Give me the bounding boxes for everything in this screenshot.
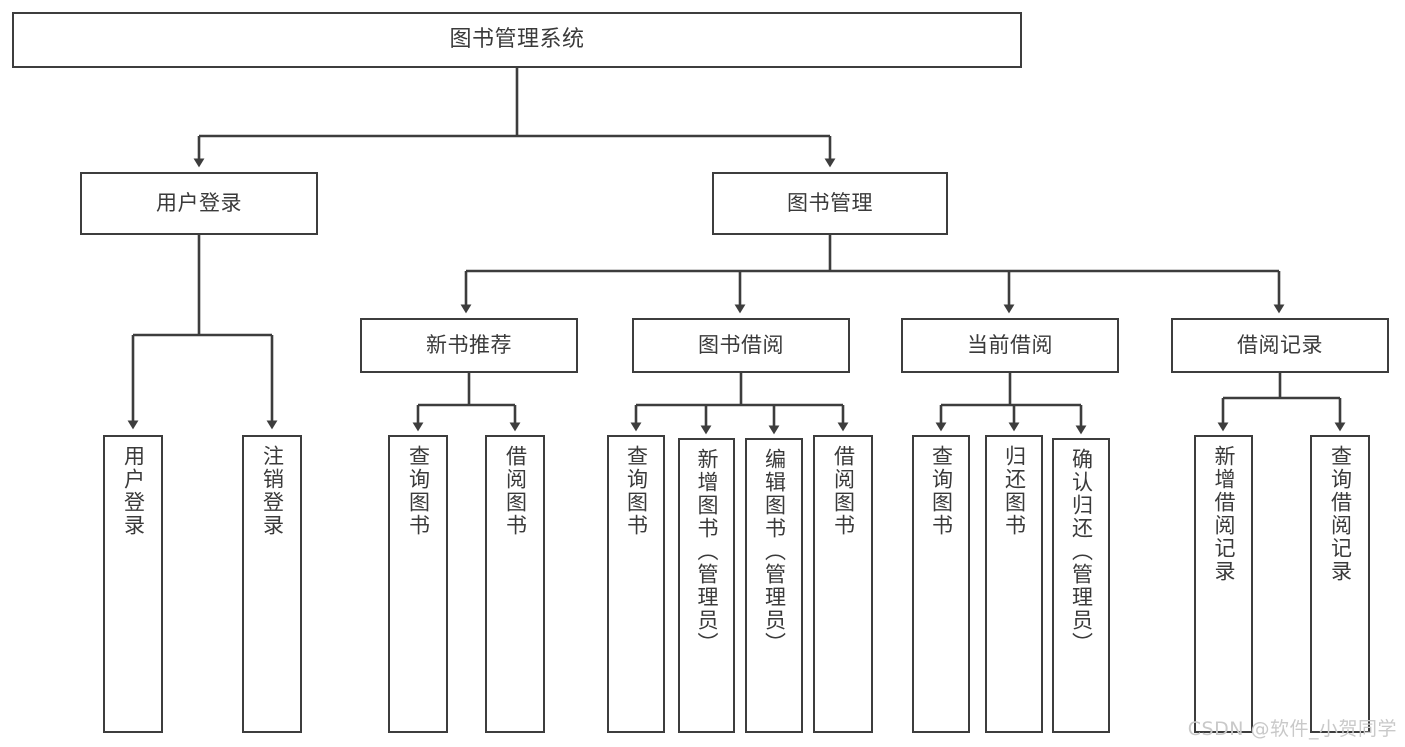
node-label: 当前借阅: [967, 333, 1053, 358]
leaf-current-confirm-return[interactable]: 确认归还（管理员）: [1052, 438, 1110, 733]
leaf-newbook-borrow-book[interactable]: 借阅图书: [485, 435, 545, 733]
node-label: 查询图书: [406, 445, 431, 537]
node-label: 查询图书: [624, 445, 649, 537]
node-label: 借阅图书: [831, 445, 856, 537]
leaf-user-logout[interactable]: 注销登录: [242, 435, 302, 733]
leaf-record-add-record[interactable]: 新增借阅记录: [1194, 435, 1253, 733]
watermark: CSDN @软件_小贺同学: [1187, 718, 1397, 740]
leaf-current-return-book[interactable]: 归还图书: [985, 435, 1043, 733]
node-label: 查询图书: [929, 445, 954, 537]
node-current-borrow[interactable]: 当前借阅: [901, 318, 1119, 373]
leaf-current-query-book[interactable]: 查询图书: [912, 435, 970, 733]
node-label: 确认归还（管理员）: [1069, 448, 1094, 655]
node-label: 查询借阅记录: [1328, 445, 1353, 583]
leaf-borrow-add-book[interactable]: 新增图书（管理员）: [678, 438, 735, 733]
node-label: 归还图书: [1002, 445, 1027, 537]
leaf-newbook-query-book[interactable]: 查询图书: [388, 435, 448, 733]
leaf-borrow-edit-book[interactable]: 编辑图书（管理员）: [745, 438, 803, 733]
node-label: 图书借阅: [698, 333, 784, 358]
node-label: 注销登录: [260, 445, 285, 537]
node-label: 编辑图书（管理员）: [762, 448, 787, 655]
node-label: 用户登录: [156, 191, 242, 216]
node-book-borrow[interactable]: 图书借阅: [632, 318, 850, 373]
node-root[interactable]: 图书管理系统: [12, 12, 1022, 68]
node-label: 新书推荐: [426, 333, 512, 358]
node-label: 借阅图书: [503, 445, 528, 537]
node-book-management[interactable]: 图书管理: [712, 172, 948, 235]
leaf-user-login[interactable]: 用户登录: [103, 435, 163, 733]
node-user-login[interactable]: 用户登录: [80, 172, 318, 235]
node-borrow-record[interactable]: 借阅记录: [1171, 318, 1389, 373]
node-label: 借阅记录: [1237, 333, 1323, 358]
node-new-book-recommend[interactable]: 新书推荐: [360, 318, 578, 373]
node-label: 用户登录: [121, 445, 146, 537]
node-label: 图书管理: [787, 191, 873, 216]
leaf-borrow-borrow-book[interactable]: 借阅图书: [813, 435, 873, 733]
leaf-record-query-record[interactable]: 查询借阅记录: [1310, 435, 1370, 733]
node-label: 新增图书（管理员）: [695, 448, 719, 655]
node-label: 新增借阅记录: [1212, 445, 1236, 583]
node-label: 图书管理系统: [449, 27, 585, 53]
leaf-borrow-query-book[interactable]: 查询图书: [607, 435, 665, 733]
